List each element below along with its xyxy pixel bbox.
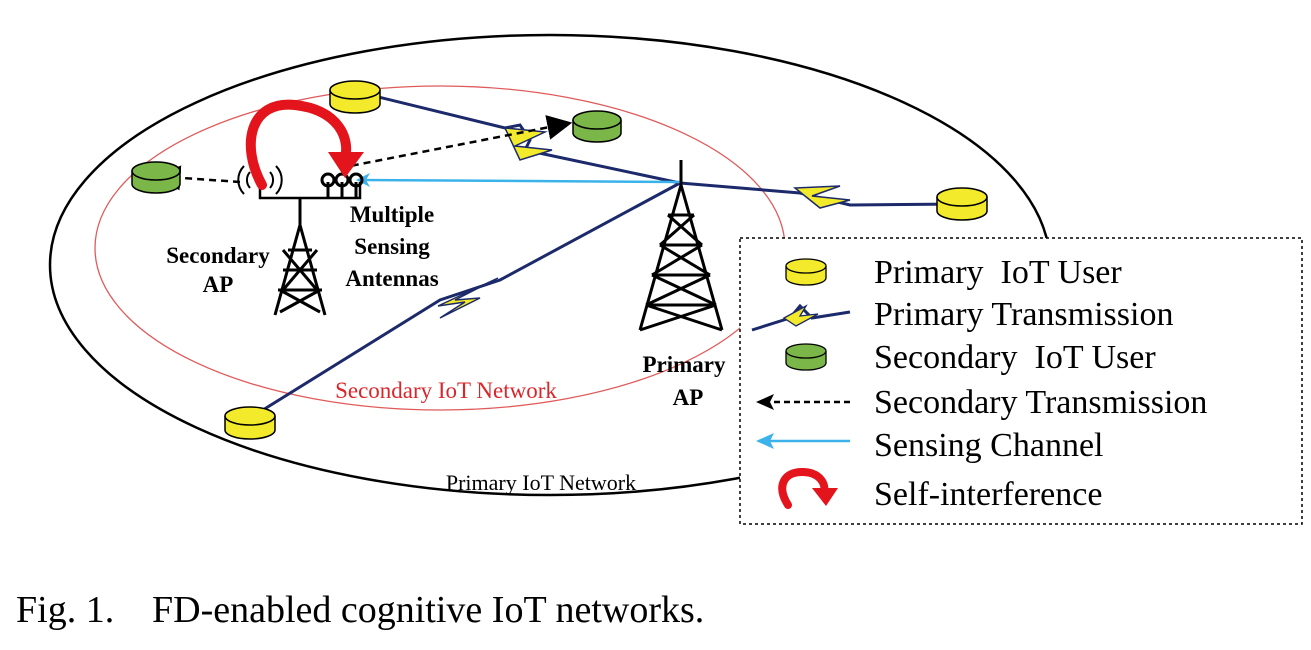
- sensing-antennas-label: Antennas: [345, 266, 438, 291]
- legend-label: Secondary IoT User: [874, 339, 1156, 376]
- primary-ap-label: AP: [673, 385, 704, 410]
- primary-iot-user: [329, 80, 381, 114]
- primary-ap-tower-icon: [638, 160, 724, 332]
- primary-iot-user: [936, 187, 988, 221]
- legend: Primary IoT User Primary Transmission Se…: [739, 237, 1303, 525]
- primary-network-label: Primary IoT Network: [446, 470, 636, 495]
- legend-primary-transmission-icon: [751, 303, 851, 332]
- secondary-ap-label: Secondary: [166, 243, 270, 268]
- legend-label: Self-interference: [874, 476, 1102, 513]
- secondary-ap-label: AP: [203, 272, 234, 297]
- legend-secondary-transmission-icon: [756, 394, 850, 410]
- sensing-antennas-icon: [320, 172, 364, 198]
- sensing-antennas-label: Multiple: [350, 202, 434, 227]
- legend-label: Sensing Channel: [874, 427, 1103, 464]
- legend-label: Primary Transmission: [874, 296, 1173, 333]
- secondary-network-label: Secondary IoT Network: [335, 378, 557, 403]
- sensing-channel: [356, 173, 681, 187]
- legend-primary-user-icon: [785, 258, 827, 286]
- figure-caption-number: Fig. 1.: [16, 589, 114, 631]
- secondary-iot-user: [572, 110, 622, 143]
- primary-iot-user: [224, 406, 276, 440]
- legend-label: Secondary Transmission: [874, 384, 1207, 421]
- figure-caption-text: FD-enabled cognitive IoT networks.: [152, 589, 704, 631]
- self-interference-icon: [245, 99, 364, 190]
- primary-transmission-links: [249, 90, 961, 420]
- legend-self-interference-icon: [778, 467, 838, 509]
- legend-secondary-user-icon: [785, 343, 827, 371]
- secondary-transmission-links: [155, 115, 573, 191]
- legend-label: Primary IoT User: [874, 254, 1122, 291]
- secondary-iot-user: [131, 161, 181, 194]
- legend-box: [739, 237, 1303, 525]
- legend-sensing-channel-icon: [756, 433, 850, 449]
- primary-ap-label: Primary: [642, 352, 726, 377]
- sensing-antennas-label: Sensing: [354, 234, 430, 259]
- secondary-ap-tower-icon: [237, 165, 364, 316]
